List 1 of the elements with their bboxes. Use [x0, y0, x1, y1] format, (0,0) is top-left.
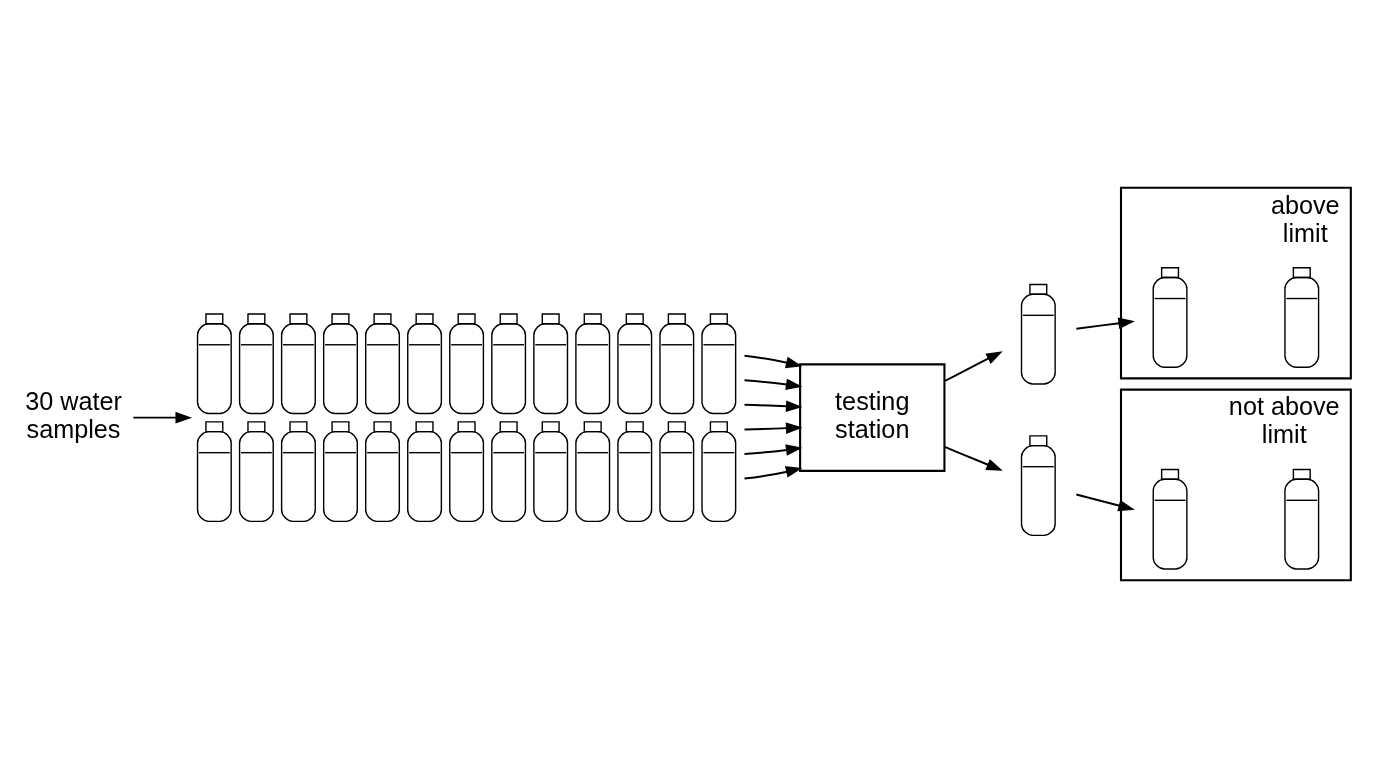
node-text: 30 water samples	[25, 386, 122, 443]
